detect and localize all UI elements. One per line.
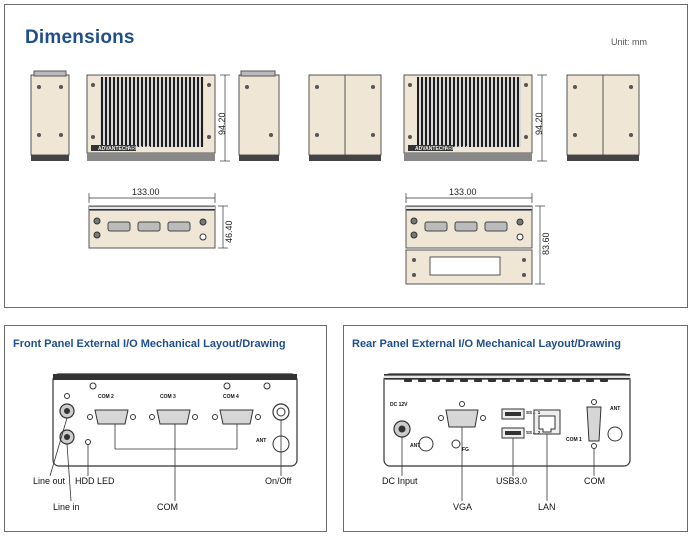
- rear-panel-section: Rear Panel External I/O Mechanical Layou…: [343, 325, 688, 532]
- rear-com-callout: COM: [584, 476, 605, 486]
- on-off-callout: On/Off: [265, 476, 292, 486]
- brand-text-right: ADVANTECH: [415, 146, 446, 152]
- rear-ant-label: ANT: [610, 406, 621, 412]
- com-1-port: [586, 399, 602, 449]
- side-view-right-2: [566, 74, 640, 161]
- front-panel-title: Front Panel External I/O Mechanical Layo…: [13, 338, 286, 350]
- width-label-right: 133.00: [449, 187, 477, 197]
- lan-callout: LAN: [538, 502, 556, 512]
- vga-callout: VGA: [453, 502, 473, 512]
- dimensions-panel: Dimensions Unit: mm: [4, 4, 688, 308]
- front-view-left: [88, 193, 228, 249]
- model-text: ARK-1124: [128, 146, 151, 152]
- dimensions-title: Dimensions: [25, 27, 135, 48]
- rear-ant-hole-2: [607, 426, 623, 442]
- side-view-right-1: [308, 74, 382, 161]
- dc-input-callout: DC Input: [382, 476, 418, 486]
- usb-2-label: SS← 2: [526, 430, 541, 435]
- com-4-label: COM 4: [223, 394, 239, 400]
- fg-screw: [451, 439, 461, 449]
- front-panel-section: Front Panel External I/O Mechanical Layo…: [4, 325, 327, 532]
- usb-1-label: SS← 1: [526, 410, 541, 415]
- dc-12v-label: DC 12V: [390, 402, 408, 408]
- line-out-callout: Line out: [33, 476, 66, 486]
- depth-label-right: 83.60: [541, 232, 551, 255]
- front-panel-drawing: [49, 373, 298, 502]
- height-label-right: 94.20: [534, 112, 544, 135]
- unit-label: Unit: mm: [611, 37, 647, 47]
- hdd-led: [85, 439, 91, 445]
- depth-label-left: 46.40: [224, 220, 234, 243]
- hdd-led-callout: HDD LED: [75, 476, 115, 486]
- usb-callout: USB3.0: [496, 476, 528, 486]
- com-2-label: COM 2: [98, 394, 114, 400]
- side-view-left-2: [238, 70, 280, 161]
- top-view-left: ADVANTECH ARK-1124: [86, 74, 230, 162]
- width-label-left: 133.00: [132, 187, 160, 197]
- com-2-port: [87, 409, 136, 425]
- vga-port: [438, 401, 486, 428]
- side-view-left-1: [30, 70, 70, 161]
- top-view-right: ADVANTECH ARK-1124: [403, 74, 547, 162]
- com-1-label: COM 1: [566, 437, 582, 443]
- brand-text: ADVANTECH: [98, 146, 129, 152]
- rear-ant-hole: [418, 436, 434, 452]
- front-ant-label: ANT: [256, 438, 267, 444]
- com-4-port: [212, 409, 261, 425]
- dimension-drawings: ADVANTECH ARK-1124: [30, 70, 640, 285]
- com-3-label: COM 3: [160, 394, 176, 400]
- height-label-left: 94.20: [217, 112, 227, 135]
- rear-panel-drawing: [383, 373, 631, 501]
- fg-label: FG: [462, 447, 469, 453]
- front-view-right: [405, 193, 545, 285]
- com-callout: COM: [157, 502, 178, 512]
- rear-panel-title: Rear Panel External I/O Mechanical Layou…: [352, 338, 621, 350]
- com-3-port: [149, 409, 198, 425]
- rear-ant-label-2: ANT: [410, 443, 421, 449]
- line-in-callout: Line in: [53, 502, 80, 512]
- model-text-right: ARK-1124: [445, 146, 468, 152]
